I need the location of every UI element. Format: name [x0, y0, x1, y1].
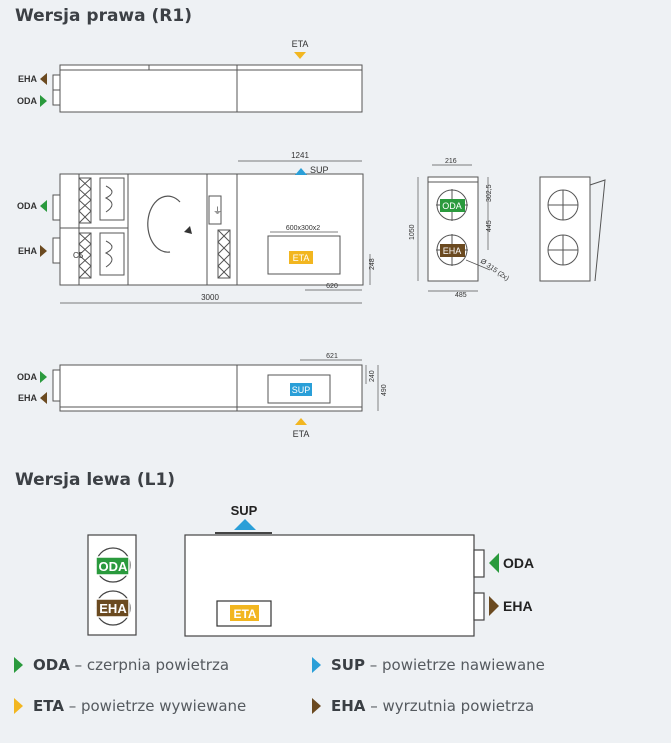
legend-sup-icon: [312, 657, 321, 673]
bottom-oda-arrow: [40, 371, 47, 383]
bottom-sup-label: SUP: [292, 385, 311, 395]
bottom-oda-label: ODA: [17, 372, 38, 382]
dim-1050: 1050: [409, 224, 416, 240]
bottom-sup-box: [290, 383, 312, 396]
legend-eha-icon: [312, 698, 321, 714]
l1-eta-box: [230, 605, 259, 621]
l1-side: [87, 534, 137, 636]
top-eta-label: ETA: [292, 39, 309, 49]
top-eta-arrow: [294, 52, 306, 59]
l1-eha-box-label: EHA: [99, 601, 127, 616]
bottom-eha-label: EHA: [18, 393, 38, 403]
legend-oda: ODA – czerpnia powietrza: [14, 656, 229, 674]
l1-oda-box: [95, 556, 130, 576]
top-oda-label: ODA: [17, 96, 38, 106]
l1-eta-label: ETA: [233, 607, 256, 621]
bottom-eta-arrow: [295, 418, 307, 425]
dim-248: 248: [369, 258, 376, 270]
front-eha-label: EHA: [18, 246, 38, 256]
l1-eha-label: EHA: [503, 598, 533, 614]
dim-3000: 3000: [201, 293, 219, 302]
dim-490: 490: [381, 384, 388, 396]
side-view-2: [539, 176, 606, 282]
legend-eta: ETA – powietrze wywiewane: [14, 697, 246, 715]
front-oda-label: ODA: [17, 201, 38, 211]
dim-1241: 1241: [291, 151, 309, 160]
title-left-version: Wersja lewa (L1): [15, 470, 176, 490]
l1-sup-label: SUP: [231, 503, 258, 518]
dim-216: 216: [445, 158, 457, 165]
dim-445: 445: [486, 220, 493, 232]
front-eta-box: [289, 251, 313, 264]
dim-315: Ø 315 (2x): [479, 258, 510, 283]
top-view-r1: [52, 64, 363, 113]
l1-oda-arrow: [489, 553, 499, 573]
dim-3025: 302,5: [486, 184, 493, 202]
dim-240: 240: [369, 370, 376, 382]
bottom-view-r1: [52, 359, 379, 412]
top-oda-arrow: [40, 95, 47, 107]
side-oda-box: [440, 199, 465, 212]
legend-oda-icon: [14, 657, 23, 673]
front-eha-arrow: [40, 245, 47, 257]
front-sup-arrow: [295, 168, 307, 175]
dim-620: 620: [326, 283, 338, 290]
front-oda-arrow: [40, 200, 47, 212]
side-eha-label: EHA: [443, 246, 462, 256]
dim-485: 485: [455, 292, 467, 299]
front-view-r1: [52, 160, 371, 304]
top-eha-label: EHA: [18, 74, 38, 84]
top-eha-arrow: [40, 73, 47, 85]
side-oda-label: ODA: [442, 201, 462, 211]
bottom-eha-arrow: [40, 392, 47, 404]
front-sup-label: SUP: [310, 165, 329, 175]
l1-oda-box-label: ODA: [99, 559, 129, 574]
legend-eta-icon: [14, 698, 23, 714]
l1-sup-arrow: [234, 519, 256, 530]
l1-eha-arrow: [489, 596, 499, 616]
l1-oda-label: ODA: [503, 555, 534, 571]
front-eta-label: ETA: [293, 253, 310, 263]
side-view-1: [417, 164, 491, 292]
bottom-eta-label: ETA: [293, 429, 310, 439]
svg-text:⏚: ⏚: [213, 206, 222, 216]
c5-label: C5: [73, 251, 84, 260]
l1-eha-box: [95, 598, 130, 618]
legend-eha: EHA – wyrzutnia powietrza: [312, 697, 534, 715]
dim-600: 600x300x2: [286, 225, 320, 232]
title-right-version: Wersja prawa (R1): [15, 6, 192, 26]
dim-621: 621: [326, 353, 338, 360]
side-eha-box: [440, 244, 465, 257]
legend-sup: SUP – powietrze nawiewane: [312, 656, 545, 674]
